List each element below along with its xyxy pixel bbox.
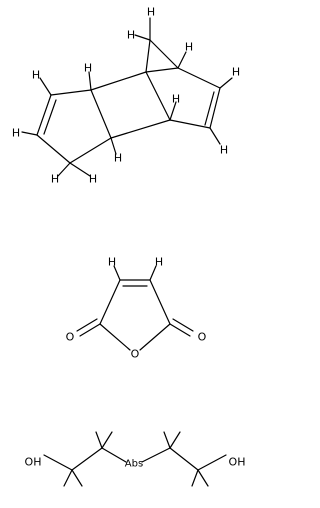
hydrogen-atom: H — [147, 6, 155, 19]
atom-labels-diethylene-glycol: OH Abs OH — [25, 456, 246, 470]
bonds-maleic-anhydride — [76, 265, 194, 351]
molecule-maleic-anhydride: H H O O O — [66, 256, 207, 361]
ring-oxygen-atom: O — [131, 348, 140, 361]
molecule-dicyclopentadiene: H H H H H H H H H H H H — [12, 6, 240, 186]
carbonyl-oxygen-atom: O — [66, 331, 75, 344]
hydrogen-atom: H — [127, 29, 135, 42]
hydrogen-atom: H — [114, 152, 122, 165]
structure-canvas: H H H H H H H H H H H H — [12, 6, 246, 487]
hydroxyl-group-label: OH — [25, 456, 42, 469]
atom-labels-maleic-anhydride: H H O O O — [66, 256, 207, 361]
hydrogen-atom: H — [32, 69, 40, 82]
hydrogen-atom: H — [108, 256, 116, 269]
bonds-dicyclopentadiene — [21, 17, 233, 177]
hydrogen-atom: H — [185, 41, 193, 54]
hydrogen-atom: H — [89, 173, 97, 186]
molecule-diethylene-glycol: OH Abs OH — [25, 431, 246, 487]
hydrogen-atom: H — [172, 93, 180, 106]
hydroxyl-group-label: OH — [229, 456, 246, 469]
ether-oxygen-label: Abs — [125, 459, 143, 470]
hydrogen-atom: H — [12, 127, 20, 140]
carbonyl-oxygen-atom: O — [198, 331, 207, 344]
bonds-diethylene-glycol — [43, 431, 227, 487]
hydrogen-atom: H — [232, 66, 240, 79]
hydrogen-atom: H — [51, 173, 59, 186]
hydrogen-atom: H — [84, 62, 92, 75]
hydrogen-atom: H — [220, 144, 228, 157]
hydrogen-atom: H — [155, 256, 163, 269]
hydrogen-labels-dicyclopentadiene: H H H H H H H H H H H H — [12, 6, 240, 186]
